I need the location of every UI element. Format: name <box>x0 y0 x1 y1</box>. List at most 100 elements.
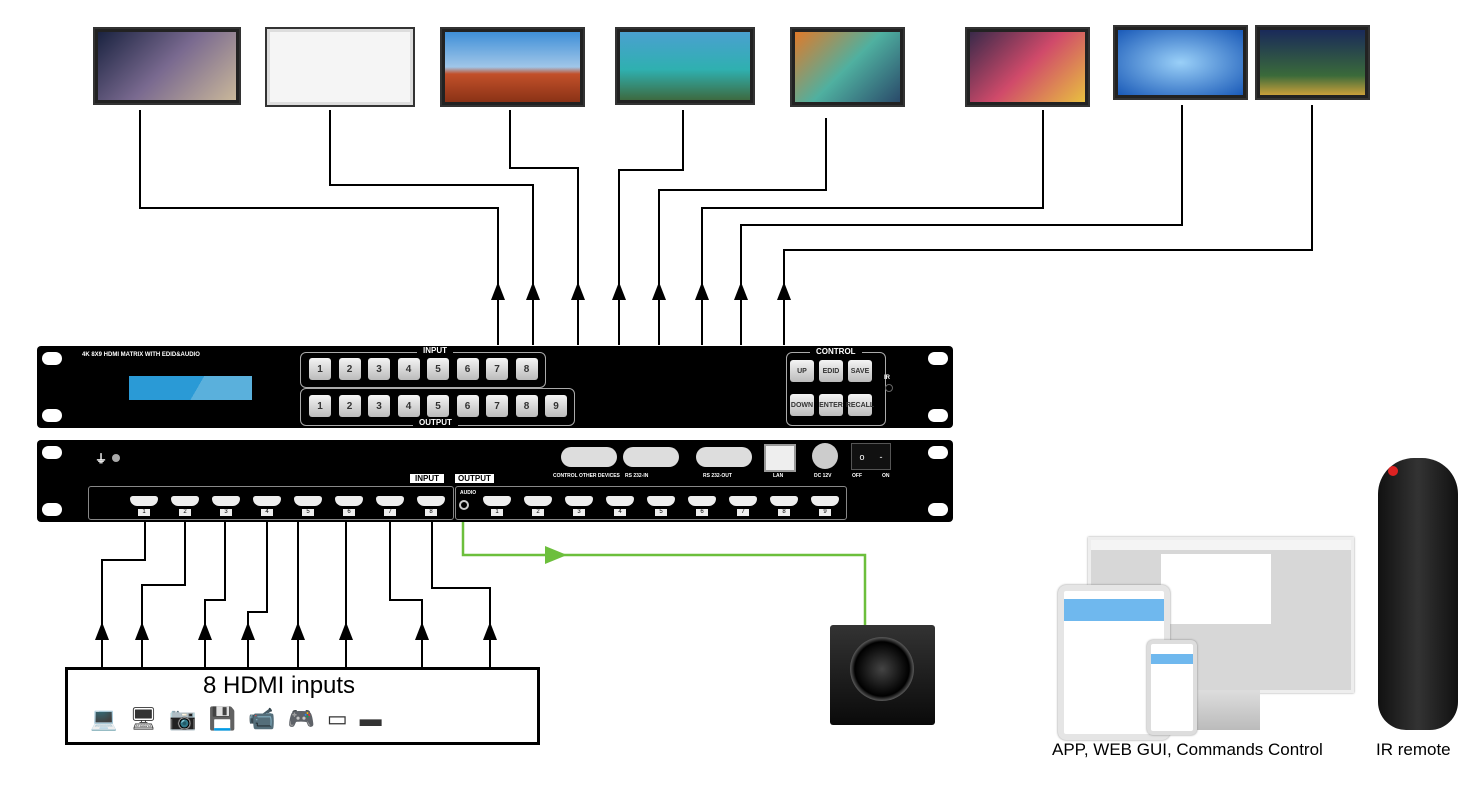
output-button-6[interactable]: 6 <box>456 395 479 417</box>
tv-8 <box>1255 25 1370 100</box>
arrow-up-icon <box>135 622 149 640</box>
hdmi-output-port-8 <box>770 496 798 506</box>
tv-6 <box>965 27 1090 107</box>
input-port-number: 1 <box>138 509 150 516</box>
lcd-display <box>129 376 252 400</box>
arrow-up-icon <box>777 282 791 300</box>
cable-input-3 <box>204 522 226 667</box>
control-group-label: CONTROL <box>810 347 862 356</box>
source-device-icons: 💻🖥📷💾📹🎮▭▬ <box>90 706 394 731</box>
output-port-number: 8 <box>778 509 790 516</box>
arrow-up-icon <box>652 282 666 300</box>
output-port-number: 6 <box>696 509 708 516</box>
tv-7 <box>1113 25 1248 100</box>
output-button-2[interactable]: 2 <box>338 395 361 417</box>
cable-input-7 <box>389 522 423 667</box>
matrix-front-panel: 4K 8X9 HDMI MATRIX WITH EDID&AUDIO INPUT… <box>37 346 953 428</box>
connector-label: DC 12V <box>814 473 832 479</box>
hdmi-inputs-box: 8 HDMI inputs 💻🖥📷💾📹🎮▭▬ <box>65 667 540 745</box>
input-button-3[interactable]: 3 <box>368 358 390 380</box>
hdmi-output-port-1 <box>483 496 511 506</box>
input-button-2[interactable]: 2 <box>338 358 361 380</box>
recall-button[interactable]: RECALL <box>846 394 874 416</box>
rs232-out-port <box>696 447 752 467</box>
hdmi-input-port-2 <box>171 496 199 506</box>
arrow-up-icon <box>734 282 748 300</box>
input-button-8[interactable]: 8 <box>515 358 538 380</box>
input-group-label: INPUT <box>417 346 453 355</box>
input-port-number: 4 <box>261 509 273 516</box>
hdmi-input-port-5 <box>294 496 322 506</box>
dc-power-port <box>812 443 838 469</box>
output-button-1[interactable]: 1 <box>309 395 331 417</box>
control-methods-label: APP, WEB GUI, Commands Control <box>1052 740 1323 759</box>
arrow-up-icon <box>571 282 585 300</box>
input-button-6[interactable]: 6 <box>456 358 479 380</box>
tv-1 <box>93 27 241 105</box>
hdmi-input-port-6 <box>335 496 363 506</box>
ground-screw <box>112 454 120 462</box>
hdmi-output-port-7 <box>729 496 757 506</box>
ground-icon: ⏚ <box>95 452 108 466</box>
hdmi-input-port-3 <box>212 496 240 506</box>
cable-input-8 <box>431 522 491 667</box>
cable-output-6 <box>701 110 1044 345</box>
arrow-up-icon <box>291 622 305 640</box>
input-button-7[interactable]: 7 <box>486 358 508 380</box>
hdmi-input-port-1 <box>130 496 158 506</box>
arrow-up-icon <box>483 622 497 640</box>
output-button-7[interactable]: 7 <box>486 395 508 417</box>
connector-label: LAN <box>773 473 784 479</box>
cable-output-1 <box>139 110 499 345</box>
enter-button[interactable]: ENTER <box>819 394 843 416</box>
arrow-up-icon <box>526 282 540 300</box>
tv-4 <box>615 27 755 105</box>
up-button[interactable]: UP <box>790 360 814 382</box>
cable-input-2 <box>141 522 186 667</box>
arrow-up-icon <box>695 282 709 300</box>
output-group-label: OUTPUT <box>413 418 458 427</box>
smartphone <box>1147 640 1197 735</box>
output-port-number: 5 <box>655 509 667 516</box>
input-tab: INPUT <box>410 474 444 483</box>
arrow-up-icon <box>95 622 109 640</box>
down-button[interactable]: DOWN <box>790 394 814 416</box>
input-port-number: 2 <box>179 509 191 516</box>
power-switch[interactable]: o- <box>851 443 891 470</box>
ir-remote <box>1378 458 1458 730</box>
tv-2 <box>265 27 415 107</box>
output-port-number: 1 <box>491 509 503 516</box>
output-button-8[interactable]: 8 <box>515 395 538 417</box>
save-button[interactable]: SAVE <box>848 360 872 382</box>
input-button-1[interactable]: 1 <box>309 358 331 380</box>
output-tab: OUTPUT <box>455 474 494 483</box>
switch-off-label: OFF <box>852 473 862 479</box>
input-button-5[interactable]: 5 <box>427 358 449 380</box>
hdmi-output-port-5 <box>647 496 675 506</box>
input-button-4[interactable]: 4 <box>397 358 420 380</box>
output-button-9[interactable]: 9 <box>545 395 567 417</box>
cable-output-4 <box>618 110 684 345</box>
arrow-up-icon <box>198 622 212 640</box>
switch-on-label: ON <box>882 473 890 479</box>
cable-input-1 <box>101 522 146 667</box>
output-button-3[interactable]: 3 <box>368 395 390 417</box>
hdmi-input-port-8 <box>417 496 445 506</box>
connector-label: RS 232-IN <box>625 473 649 479</box>
edid-button[interactable]: EDID <box>819 360 843 382</box>
output-button-4[interactable]: 4 <box>397 395 420 417</box>
input-port-number: 6 <box>343 509 355 516</box>
front-title: 4K 8X9 HDMI MATRIX WITH EDID&AUDIO <box>82 352 200 358</box>
connector-label: CONTROL OTHER DEVICES <box>553 473 620 479</box>
arrow-up-icon <box>339 622 353 640</box>
power-button-icon <box>1388 466 1398 476</box>
hdmi-output-port-3 <box>565 496 593 506</box>
output-button-5[interactable]: 5 <box>427 395 449 417</box>
audio-cable <box>461 515 867 625</box>
arrow-up-icon <box>241 622 255 640</box>
output-port-number: 2 <box>532 509 544 516</box>
inputs-title: 8 HDMI inputs <box>203 672 356 699</box>
hdmi-output-port-9 <box>811 496 839 506</box>
cable-output-2 <box>329 110 534 345</box>
